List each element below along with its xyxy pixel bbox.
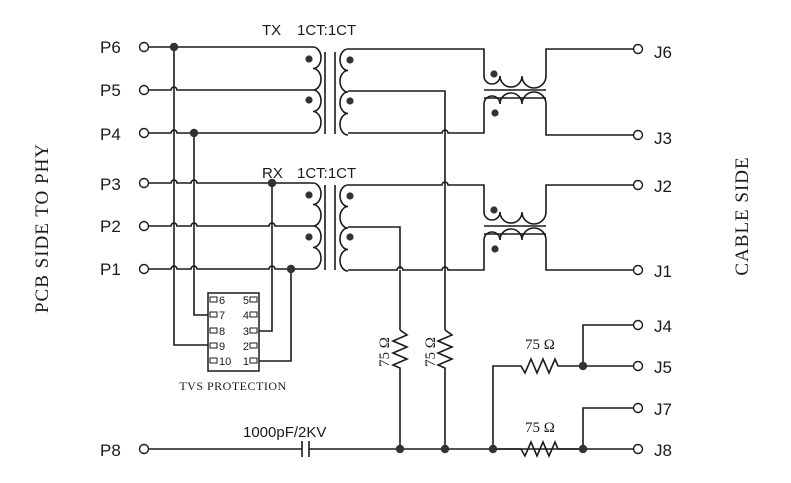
polarity-dot <box>491 109 499 117</box>
terminal-p2 <box>138 220 150 232</box>
junction-dot <box>488 444 498 454</box>
j4-j5-link <box>582 324 633 367</box>
rx-transformer <box>305 182 354 272</box>
tvs-caption: TVS PROTECTION <box>179 379 286 393</box>
tvs-pin-10: 10 <box>219 356 231 368</box>
tvs-protection-ic: 6 7 8 9 10 5 4 3 2 1 <box>207 292 260 372</box>
resistor-r2-label: 75 Ω <box>423 337 439 367</box>
resistor-r4-label: 75 Ω <box>525 420 555 436</box>
cable-side-label: CABLE SIDE <box>732 156 753 275</box>
pin-label-j3: J3 <box>654 129 672 148</box>
junction-dot <box>286 264 296 274</box>
pin-label-p4: P4 <box>100 125 121 144</box>
polarity-dot <box>346 97 354 105</box>
pin-label-j7: J7 <box>654 400 672 419</box>
pin-label-p8: P8 <box>100 441 121 460</box>
tvs-pin-7: 7 <box>219 310 225 322</box>
junction-dot <box>578 444 588 454</box>
tvs-pin-1: 1 <box>243 356 249 368</box>
tx-common-mode-choke <box>483 48 633 136</box>
resistor-r1 <box>390 329 410 449</box>
pin-label-j6: J6 <box>654 43 672 62</box>
terminal-p8 <box>138 443 150 455</box>
terminal-j3 <box>632 129 644 141</box>
polarity-dot <box>305 233 313 241</box>
polarity-dot <box>490 206 498 214</box>
pin-label-p1: P1 <box>100 260 121 279</box>
junction-dot <box>578 361 588 371</box>
polarity-dot <box>305 55 313 63</box>
bottom-junctions <box>395 361 588 454</box>
rx-ratio: 1CT:1CT <box>297 165 356 182</box>
tvs-pin-9: 9 <box>219 341 225 353</box>
terminal-p4 <box>138 127 150 139</box>
terminal-j7 <box>632 402 644 414</box>
pin-label-p2: P2 <box>100 217 121 236</box>
junction-dot <box>395 444 405 454</box>
tvs-pin-6: 6 <box>219 295 225 307</box>
terminal-j8 <box>632 443 644 455</box>
pin-label-p6: P6 <box>100 38 121 57</box>
tvs-pin-3: 3 <box>243 326 249 338</box>
pcb-terminals <box>138 41 150 455</box>
middle-wiring <box>348 48 485 330</box>
resistor-r1-label: 75 Ω <box>377 337 393 367</box>
terminal-p5 <box>138 84 150 96</box>
pin-label-j4: J4 <box>654 317 672 336</box>
terminal-j5 <box>632 360 644 372</box>
tvs-pin-4: 4 <box>243 310 249 322</box>
pcb-junctions <box>169 42 296 274</box>
pin-label-j8: J8 <box>654 441 672 460</box>
tvs-pin-2: 2 <box>243 341 249 353</box>
terminal-p3 <box>138 177 150 189</box>
junction-dot <box>169 42 179 52</box>
capacitor-label: 1000pF/2KV <box>243 424 326 441</box>
terminal-j6 <box>632 43 644 55</box>
cable-terminals <box>632 43 644 455</box>
rx-common-mode-choke <box>483 184 633 271</box>
j7-j8-link <box>582 407 633 450</box>
junction-dot <box>440 444 450 454</box>
junction-dot <box>267 178 277 188</box>
pcb-side-label: PCB SIDE TO PHY <box>32 143 53 313</box>
tx-transformer <box>305 46 354 136</box>
pin-label-j5: J5 <box>654 358 672 377</box>
polarity-dot <box>305 191 313 199</box>
tvs-pin-5: 5 <box>243 295 249 307</box>
junction-dot <box>189 128 199 138</box>
terminal-j1 <box>632 264 644 276</box>
capacitor <box>149 441 583 457</box>
terminal-j4 <box>632 319 644 331</box>
tvs-pin-8: 8 <box>219 326 225 338</box>
rx-label: RX <box>262 165 283 182</box>
pin-label-p3: P3 <box>100 175 121 194</box>
terminal-p1 <box>138 263 150 275</box>
tx-label: TX <box>262 22 281 39</box>
terminal-p6 <box>138 41 150 53</box>
resistor-r2 <box>435 329 455 449</box>
resistor-r3-label: 75 Ω <box>525 337 555 353</box>
pin-label-j2: J2 <box>654 177 672 196</box>
polarity-dot <box>346 192 354 200</box>
polarity-dot <box>491 245 499 253</box>
polarity-dot <box>346 233 354 241</box>
polarity-dot <box>305 96 313 104</box>
pcb-wiring <box>149 46 313 362</box>
polarity-dot <box>490 70 498 78</box>
pin-label-j1: J1 <box>654 262 672 281</box>
tx-ratio: 1CT:1CT <box>297 22 356 39</box>
pin-label-p5: P5 <box>100 81 121 100</box>
polarity-dot <box>346 56 354 64</box>
resistor-r3 <box>492 356 583 449</box>
terminal-j2 <box>632 179 644 191</box>
